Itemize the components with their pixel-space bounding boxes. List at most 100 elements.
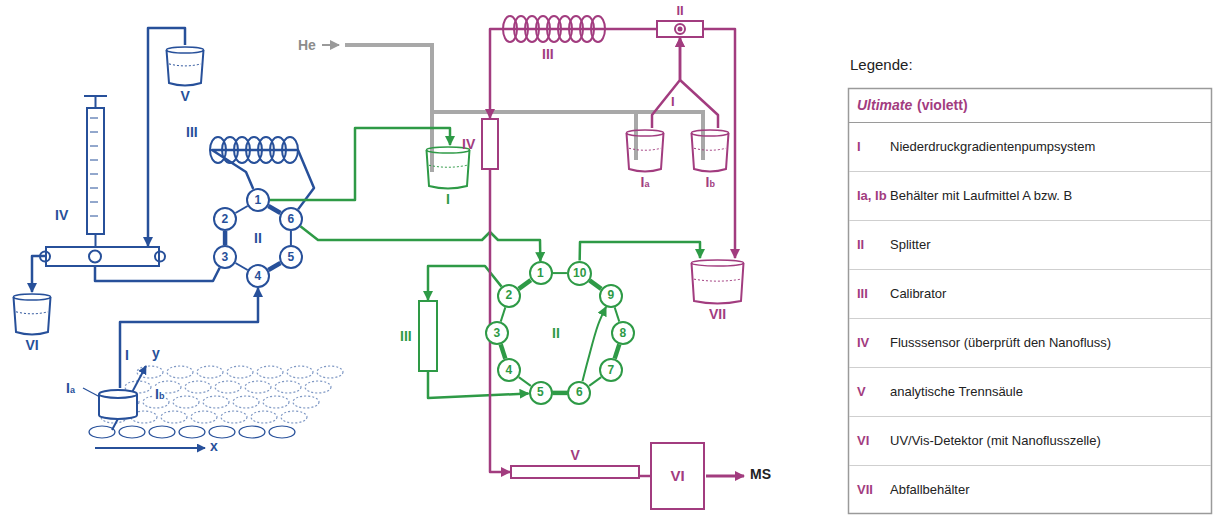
- valve-port: 5: [529, 381, 553, 405]
- sample-tray: [89, 426, 115, 438]
- flow-line: [290, 231, 292, 245]
- legend-entry: Calibrator: [890, 286, 946, 301]
- syringe: [84, 96, 107, 246]
- legend-label: (violett): [917, 97, 968, 113]
- legend-rows: [849, 220, 1211, 221]
- sample-tray: [149, 426, 175, 438]
- trap-column: III: [418, 300, 438, 372]
- beaker-rim: [167, 47, 204, 53]
- node-label: VI: [671, 468, 685, 485]
- sample-tray: [203, 396, 229, 408]
- solvent-vessel: Ia: [625, 128, 665, 173]
- vial-outline: [98, 388, 138, 422]
- flow-line: [235, 263, 247, 270]
- valve-port: 1: [246, 188, 270, 212]
- flow-line: [223, 231, 228, 245]
- legend-entry: Behälter mit Laufmittel A bzw. B: [890, 188, 1072, 203]
- tray-axes: [95, 447, 205, 449]
- legend-label: II: [857, 237, 864, 252]
- waste-vessel: VI: [12, 292, 52, 336]
- syringe-scale: [90, 146, 98, 147]
- part-label: MS: [750, 466, 771, 482]
- solvent-vessel: V: [165, 45, 205, 87]
- sample-tray: [239, 426, 265, 438]
- sample-tray: [245, 381, 271, 393]
- sample-tray: [305, 381, 331, 393]
- legend-entry: UV/Vis-Detektor (mit Nanoflusszelle): [890, 433, 1101, 448]
- legend-entry: Splitter: [890, 237, 930, 252]
- valve-port: 7: [599, 358, 623, 382]
- liquid-level: [694, 279, 741, 281]
- flow-sensor: IV: [481, 118, 499, 170]
- flow-line: [501, 307, 506, 321]
- node-label: VII: [709, 307, 726, 322]
- tray-axes: [83, 366, 205, 448]
- node-label: 5: [287, 251, 294, 264]
- flow-line: [235, 206, 247, 213]
- legend-text: Abfallbehälter: [890, 481, 970, 496]
- liquid-level: [16, 312, 48, 314]
- syringe: [87, 108, 104, 234]
- sample-tray: [167, 366, 193, 378]
- legend-rows: [849, 122, 1211, 123]
- sample-tray: [221, 411, 247, 423]
- node-label: 3: [222, 251, 229, 264]
- valve-port: 1: [529, 261, 553, 285]
- flow-line: [553, 391, 568, 396]
- beaker-rim: [627, 130, 664, 136]
- legend-label: III: [857, 286, 868, 301]
- syringe-scale: [90, 118, 98, 216]
- sample-tray: [215, 381, 241, 393]
- flow-line: [519, 280, 531, 289]
- sample-tray: [191, 411, 217, 423]
- node-label: 4: [255, 270, 262, 283]
- flow-line: [519, 377, 531, 386]
- legend-text: UV/Vis-Detektor (mit Nanoflusszelle): [890, 432, 1101, 447]
- legend-rows: [849, 367, 1211, 368]
- legend-entry: Flusssensor (überprüft den Nanofluss): [890, 335, 1111, 350]
- syringe-scale: [90, 174, 98, 175]
- sample-tray: [119, 426, 145, 438]
- sample-tray: [281, 411, 307, 423]
- flow-line: [615, 344, 620, 358]
- part-label: I: [671, 95, 675, 110]
- part-label: x: [210, 438, 218, 454]
- tray-axes: [83, 388, 100, 397]
- beaker-outline: [690, 128, 730, 175]
- node-label: 4: [506, 364, 513, 377]
- flow-line: [268, 206, 280, 213]
- uv-detector: VI: [650, 442, 705, 510]
- valve-port: 6: [279, 207, 303, 231]
- beaker-rim: [692, 260, 744, 266]
- liquid-level: [694, 148, 726, 150]
- legend-text: Niederdruckgradientenpumpsystem: [890, 138, 1095, 153]
- flow-line: [300, 226, 540, 261]
- sample-tray: [317, 366, 343, 378]
- legend-entry: Niederdruckgradientenpumpsystem: [890, 139, 1095, 154]
- sample-tray: [185, 381, 211, 393]
- beaker-outline: [425, 145, 471, 192]
- valve-port: 3: [485, 321, 509, 345]
- waste-vessel: VII: [690, 258, 745, 305]
- legend-label: Legende:: [850, 56, 913, 73]
- node-label: 1: [255, 194, 262, 207]
- liquid-level: [629, 148, 661, 150]
- beaker-wall: [14, 297, 51, 335]
- valve-port: 4: [246, 264, 270, 288]
- vial-rim: [99, 390, 137, 398]
- legend-label: VI: [857, 433, 869, 448]
- flow-line: [32, 256, 45, 292]
- legend-entry: analytische Trennsäule: [890, 384, 1023, 399]
- beaker-outline: [625, 128, 665, 175]
- flow-line: [680, 38, 718, 128]
- liquid-level: [429, 165, 467, 167]
- node-label: 6: [287, 213, 294, 226]
- legend-text: Flusssensor (überprüft den Nanofluss): [890, 334, 1111, 349]
- valve-port: 4: [497, 358, 521, 382]
- node-label: V: [571, 448, 580, 463]
- sample-tray: [161, 411, 187, 423]
- part-label: y: [152, 345, 160, 361]
- node-label: 2: [506, 289, 513, 302]
- syringe-scale: [90, 216, 98, 217]
- solvent-vessel: I: [425, 145, 471, 190]
